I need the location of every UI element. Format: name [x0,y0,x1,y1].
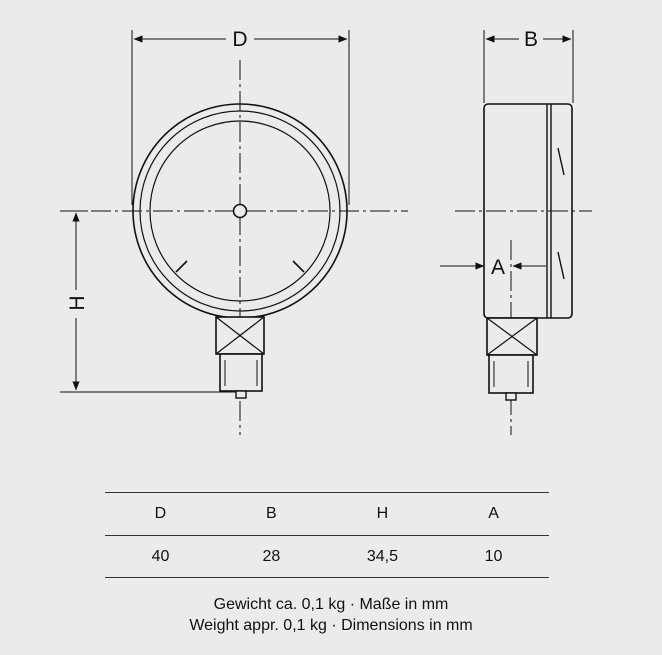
scale-mark-right [292,260,305,273]
label-a: A [491,256,505,279]
cell-a-value: 10 [484,547,503,565]
front-view [60,30,408,435]
window-mark-top [557,147,565,176]
footnote-english: Weight appr. 0,1 kg · Dimensions in mm [189,617,473,634]
connector-tip-side [505,392,517,401]
cell-d-value: 40 [151,547,170,565]
thread-connector-front [219,353,263,392]
cell-b-value: 28 [262,547,281,565]
label-b: B [524,28,538,51]
gauge-bezel [139,110,341,312]
label-h: H [66,295,89,310]
side-view [440,30,592,435]
pointer-hub [232,203,248,219]
window-mark-bottom [557,251,565,280]
cell-h-value: 34,5 [366,547,399,565]
column-header-b: B [266,505,277,522]
gauge-dial [149,120,331,302]
column-header-h: H [376,505,389,522]
column-header-d: D [154,505,167,522]
table-row: 40 28 34,5 10 [105,536,549,578]
scale-mark-left [175,260,188,273]
dimension-table: D B H A 40 28 34,5 10 [105,492,549,578]
label-d: D [232,28,247,51]
column-header-a: A [488,505,499,522]
table-header-row: D B H A [105,492,549,536]
connector-tip-front [235,390,247,399]
footnote-german: Gewicht ca. 0,1 kg · Maße in mm [213,596,449,613]
thread-connector-side [488,354,534,394]
footnote: Gewicht ca. 0,1 kg · Maße in mm Weight a… [0,594,662,636]
technical-drawing: D B H A [60,26,592,435]
